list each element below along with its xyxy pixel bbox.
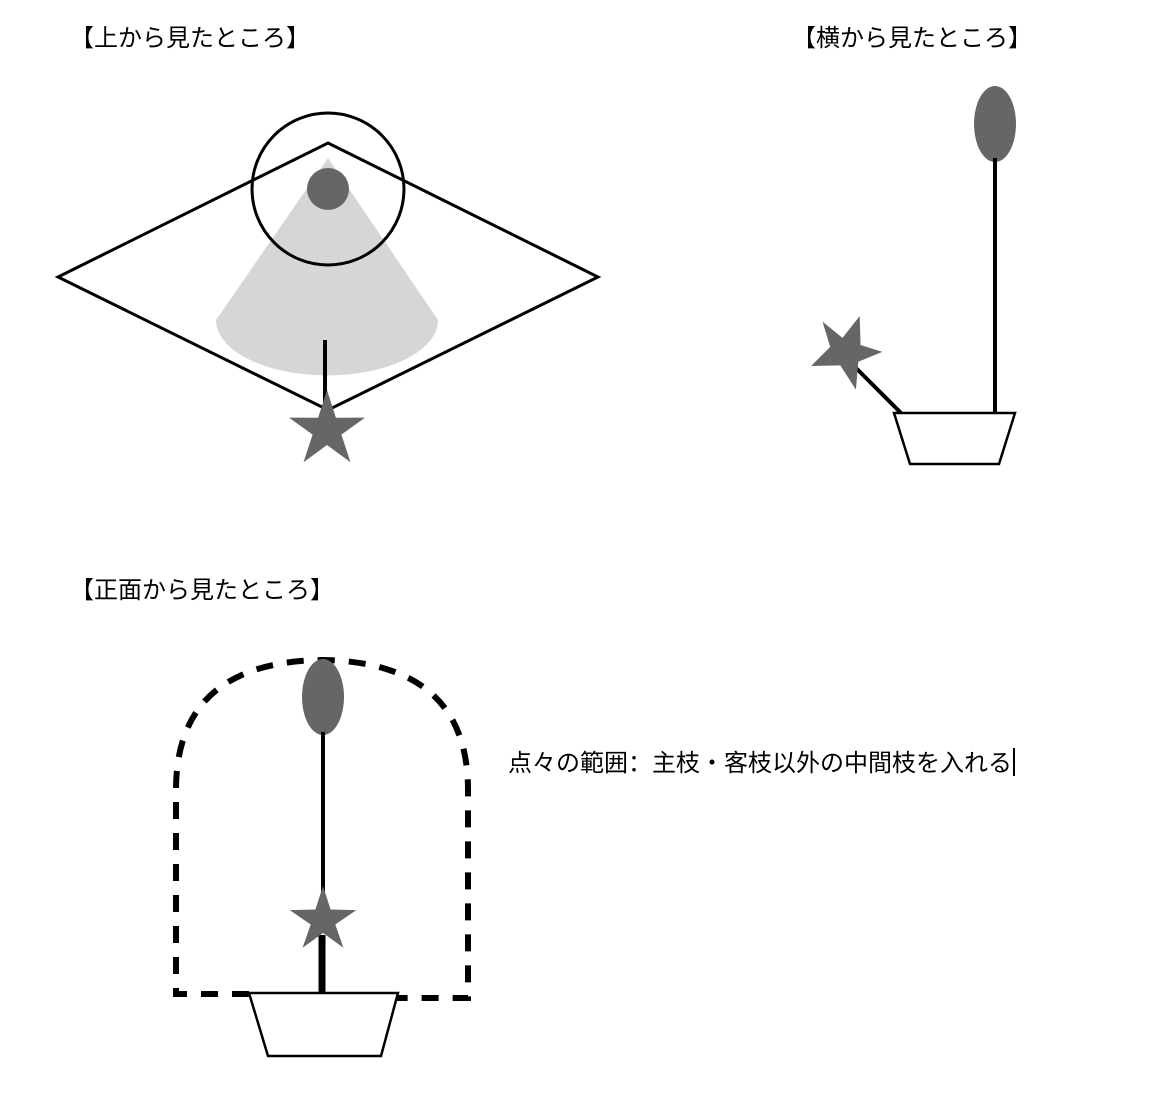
note-text: 点々の範囲：主枝・客枝以外の中間枝を入れる <box>508 749 1012 777</box>
oval-flower-icon <box>974 86 1016 162</box>
star-icon <box>289 886 357 948</box>
star-icon <box>289 390 365 463</box>
top-view-label: 【上から見たところ】 <box>70 24 310 52</box>
text-cursor <box>1013 748 1015 776</box>
side-view-figure <box>811 86 1017 466</box>
top-circle <box>250 111 406 267</box>
star-icon <box>811 316 883 390</box>
flower-dot-icon <box>307 168 349 210</box>
side-view-label: 【横から見たところ】 <box>792 24 1032 52</box>
vase-icon <box>247 991 400 1058</box>
oval-flower-icon <box>302 659 344 735</box>
top-view-figure <box>54 111 602 463</box>
shaded-cone <box>216 158 438 376</box>
front-view-figure <box>173 656 471 1058</box>
note-text-box[interactable]: 点々の範囲：主枝・客枝以外の中間枝を入れる <box>508 748 1015 776</box>
vase-icon <box>892 411 1017 466</box>
front-view-label: 【正面から見たところ】 <box>70 576 334 604</box>
